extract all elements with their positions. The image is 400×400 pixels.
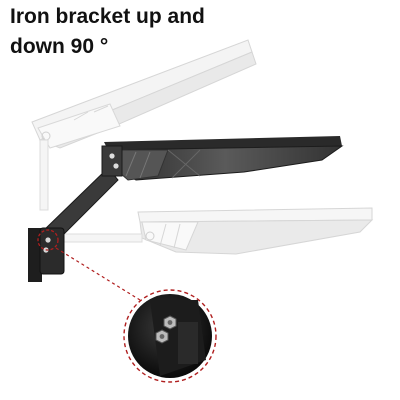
screw-icon: [163, 315, 177, 330]
zoom-detail: [123, 289, 217, 383]
ghost-light-lowered: [59, 207, 374, 255]
light-body-middle: [101, 136, 344, 181]
detail-callout: [37, 229, 141, 301]
product-caption: Iron bracket up and down 90 °: [10, 2, 270, 62]
screw-icon: [155, 329, 169, 344]
caption-line-1: Iron bracket up and: [10, 5, 205, 28]
wall-mount-plate: [28, 227, 65, 282]
caption-line-2: down 90 °: [10, 35, 109, 58]
ghost-light-raised: [31, 39, 257, 211]
